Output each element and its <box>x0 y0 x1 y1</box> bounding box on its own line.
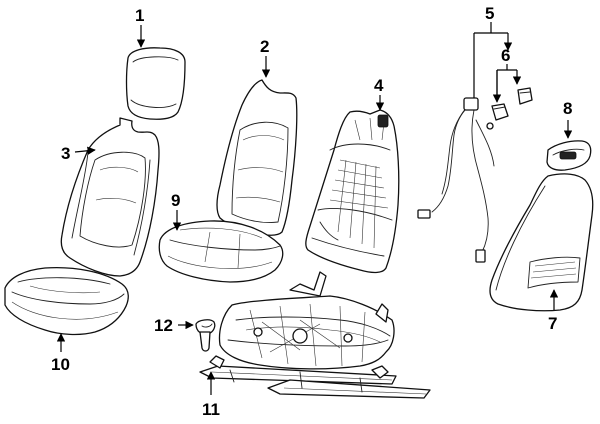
leader-3 <box>74 146 96 155</box>
callout-7: 7 <box>548 314 557 333</box>
part-seat-back-frame[interactable] <box>305 109 400 274</box>
part-back-panel[interactable] <box>489 173 594 312</box>
part-seat-back-pad[interactable] <box>216 79 298 236</box>
part-knob[interactable] <box>195 319 216 352</box>
part-seat-switches[interactable] <box>491 87 533 121</box>
callout-11: 11 <box>202 400 220 419</box>
callout-2: 2 <box>260 37 269 56</box>
callout-6: 6 <box>501 46 510 65</box>
part-wiring-harness[interactable] <box>417 97 495 263</box>
leader-5 <box>473 22 508 98</box>
part-trim-bezel[interactable] <box>546 140 592 171</box>
part-headrest[interactable] <box>125 47 186 120</box>
part-seat-cushion-cover[interactable] <box>4 266 129 336</box>
callout-12: 12 <box>154 316 173 335</box>
callout-9: 9 <box>171 191 180 210</box>
callout-3: 3 <box>61 144 70 163</box>
part-seat-cushion-pad[interactable] <box>158 220 284 283</box>
callout-8: 8 <box>563 99 572 118</box>
part-seat-track[interactable] <box>199 271 431 399</box>
callout-1: 1 <box>135 6 144 25</box>
leader-6 <box>496 64 517 100</box>
callout-10: 10 <box>51 355 70 374</box>
part-seat-back-cover[interactable] <box>60 117 160 277</box>
callout-4: 4 <box>374 76 384 95</box>
callout-5: 5 <box>485 4 494 23</box>
